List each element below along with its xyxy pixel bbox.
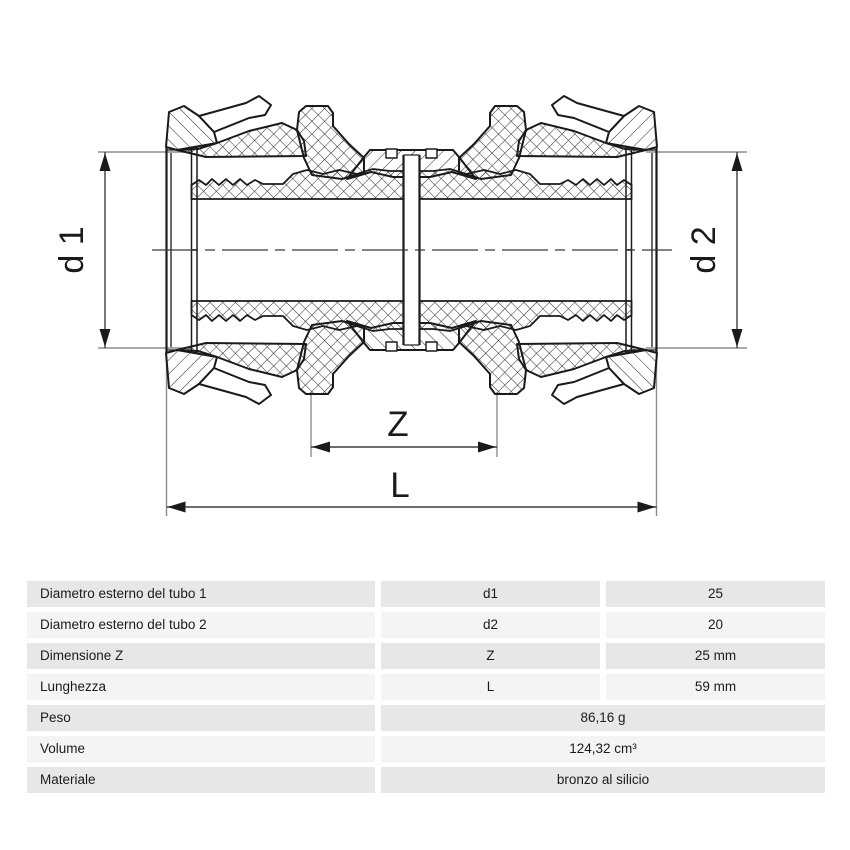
spec-symbol-cell: d1: [381, 581, 600, 607]
dimension-d2: d 2: [685, 152, 743, 348]
dimension-d1: d 1: [53, 152, 111, 348]
table-row: Materiale bronzo al silicio: [27, 767, 825, 793]
dimension-l: L: [166, 466, 657, 513]
table-row: Volume 124,32 cm³: [27, 736, 825, 762]
spec-label-cell: Volume: [27, 736, 375, 762]
spec-value-cell: 25 mm: [606, 643, 825, 669]
z-label: Z: [387, 405, 408, 444]
spec-label-cell: Peso: [27, 705, 375, 731]
table-row: Lunghezza L 59 mm: [27, 674, 825, 700]
spec-label-cell: Diametro esterno del tubo 2: [27, 612, 375, 638]
spec-value-cell: 20: [606, 612, 825, 638]
spec-value-cell: bronzo al silicio: [381, 767, 825, 793]
spec-value-cell: 59 mm: [606, 674, 825, 700]
spec-value-cell: 86,16 g: [381, 705, 825, 731]
spec-symbol-cell: L: [381, 674, 600, 700]
spec-value-cell: 25: [606, 581, 825, 607]
l-label: L: [390, 466, 409, 505]
spec-symbol-cell: d2: [381, 612, 600, 638]
table-row: Dimensione Z Z 25 mm: [27, 643, 825, 669]
spec-label-cell: Dimensione Z: [27, 643, 375, 669]
spec-symbol-cell: Z: [381, 643, 600, 669]
d2-label: d 2: [685, 226, 723, 273]
dimension-z: Z: [311, 405, 497, 453]
extension-lines: [98, 151, 747, 516]
table-row: Diametro esterno del tubo 2 d2 20: [27, 612, 825, 638]
spec-label-cell: Materiale: [27, 767, 375, 793]
table-row: Diametro esterno del tubo 1 d1 25: [27, 581, 825, 607]
spec-label-cell: Diametro esterno del tubo 1: [27, 581, 375, 607]
coupling-technical-drawing: d 1 d 2 Z L: [53, 94, 747, 516]
d1-label: d 1: [53, 226, 91, 273]
spec-table: Diametro esterno del tubo 1 d1 25 Diamet…: [27, 581, 825, 798]
spec-label-cell: Lunghezza: [27, 674, 375, 700]
spec-value-cell: 124,32 cm³: [381, 736, 825, 762]
table-row: Peso 86,16 g: [27, 705, 825, 731]
